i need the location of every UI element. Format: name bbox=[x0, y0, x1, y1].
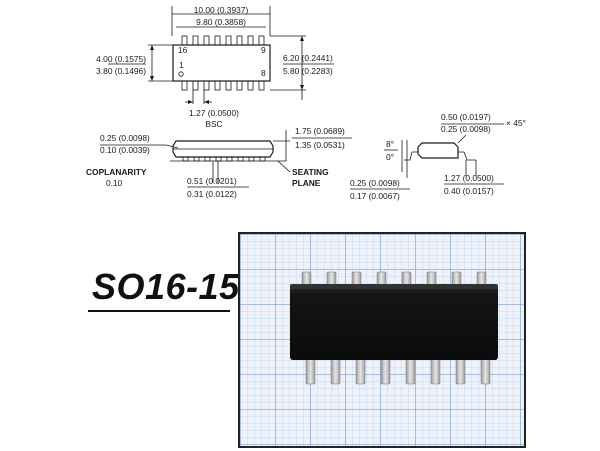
chip-body bbox=[290, 284, 498, 360]
top-width-max: 10.00 (0.3937) bbox=[194, 5, 249, 15]
pin-16-label: 16 bbox=[178, 45, 188, 55]
standoff-max: 0.25 (0.0098) bbox=[100, 133, 150, 143]
chip-photo-image bbox=[240, 234, 524, 446]
lead-width-min: 0.31 (0.0122) bbox=[187, 189, 237, 199]
top-body-max: 4.00 (0.1575) bbox=[96, 54, 146, 64]
side-view: 0.25 (0.0098) 0.10 (0.0039) 1.75 (0.0689… bbox=[86, 126, 352, 199]
coplanarity-value: 0.10 bbox=[106, 178, 123, 188]
end-view: 0.50 (0.0197) 0.25 (0.0098) × 45° 8° 0° … bbox=[350, 112, 526, 201]
foot-length-min: 0.40 (0.0157) bbox=[444, 186, 494, 196]
top-width-min: 9.80 (0.3858) bbox=[196, 17, 246, 27]
chip-photo bbox=[238, 232, 526, 448]
seating-label: SEATING bbox=[292, 167, 329, 177]
pin-1-marker bbox=[178, 71, 184, 77]
top-span-max: 6.20 (0.2441) bbox=[283, 53, 333, 63]
chamfer-max: 0.50 (0.0197) bbox=[441, 112, 491, 122]
thickness-min: 0.17 (0.0067) bbox=[350, 191, 400, 201]
chamfer-angle: × 45° bbox=[506, 118, 526, 128]
angle-max: 8° bbox=[386, 139, 394, 149]
height-min: 1.35 (0.0531) bbox=[295, 140, 345, 150]
top-span-min: 5.80 (0.2283) bbox=[283, 66, 333, 76]
top-view: 10.00 (0.3937) 9.80 (0.3858) 16 bbox=[96, 5, 334, 129]
angle-min: 0° bbox=[386, 152, 394, 162]
pitch-note: BSC bbox=[205, 119, 222, 129]
chip-bottom-pins bbox=[305, 353, 491, 385]
side-view-body bbox=[172, 140, 274, 158]
package-title: SO16-150 bbox=[92, 266, 261, 307]
chamfer-min: 0.25 (0.0098) bbox=[441, 124, 491, 134]
lead-width-max: 0.51 (0.0201) bbox=[187, 176, 237, 186]
thickness-max: 0.25 (0.0098) bbox=[350, 178, 400, 188]
pin-1-label: 1 bbox=[179, 60, 184, 70]
pin-8-label: 8 bbox=[261, 68, 266, 78]
top-body-min: 3.80 (0.1496) bbox=[96, 66, 146, 76]
plane-label: PLANE bbox=[292, 178, 321, 188]
top-view-body bbox=[172, 44, 271, 82]
end-view-body bbox=[417, 142, 459, 159]
standoff-min: 0.10 (0.0039) bbox=[100, 145, 150, 155]
coplanarity-label: COPLANARITY bbox=[86, 167, 147, 177]
height-max: 1.75 (0.0689) bbox=[295, 126, 345, 136]
foot-length-max: 1.27 (0.0500) bbox=[444, 173, 494, 183]
pin-9-label: 9 bbox=[261, 45, 266, 55]
title-underline bbox=[88, 310, 230, 312]
package-outline-drawing: 10.00 (0.3937) 9.80 (0.3858) 16 bbox=[86, 5, 526, 201]
pitch-value: 1.27 (0.0500) bbox=[189, 108, 239, 118]
